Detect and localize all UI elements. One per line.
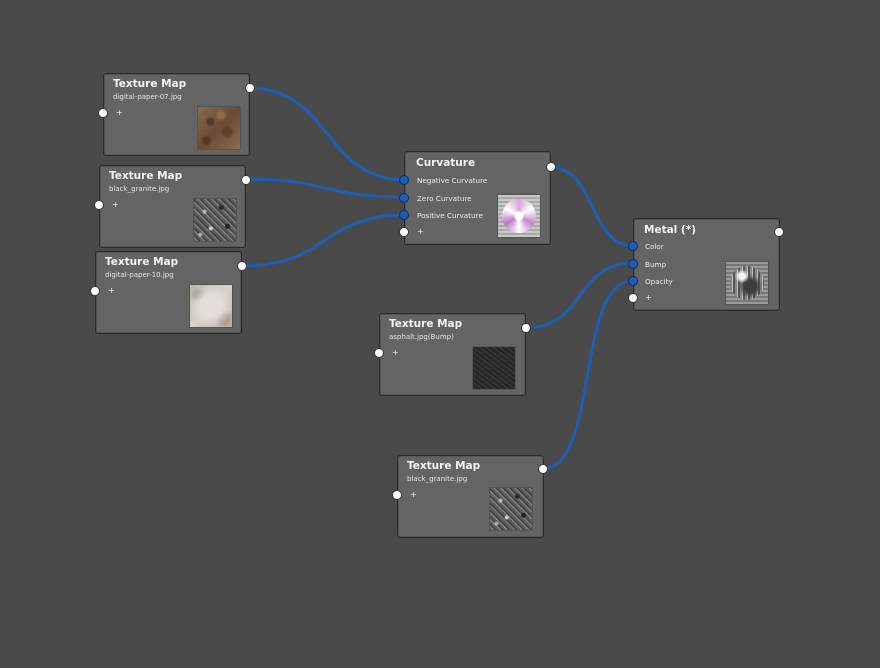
opacity-port[interactable]: [628, 276, 638, 286]
add-input-label: +: [417, 227, 424, 236]
negative-curvature-port[interactable]: [399, 175, 409, 185]
add-input-label: +: [112, 200, 119, 209]
texture-map-node[interactable]: Texture Map digital-paper-07.jpg +: [98, 73, 255, 156]
texture-thumbnail: [189, 284, 233, 328]
add-input-port[interactable]: [374, 348, 384, 358]
wire-tex2-to-zero-curvature[interactable]: [244, 177, 406, 199]
texture-map-node[interactable]: Texture Map digital-paper-10.jpg +: [90, 251, 247, 334]
bump-port[interactable]: [628, 259, 638, 269]
node-filename: digital-paper-10.jpg: [105, 271, 174, 279]
add-input-port[interactable]: [94, 200, 104, 210]
add-input-label: +: [108, 286, 115, 295]
positive-curvature-label: Positive Curvature: [417, 211, 483, 220]
node-title: Texture Map: [109, 170, 183, 182]
node-filename: black_granite.jpg: [407, 475, 468, 483]
output-port[interactable]: [241, 175, 251, 185]
output-port[interactable]: [546, 162, 556, 172]
curvature-node[interactable]: Curvature Negative Curvature Zero Curvat…: [399, 151, 556, 245]
output-port[interactable]: [538, 464, 548, 474]
node-title: Texture Map: [113, 78, 187, 90]
color-label: Color: [645, 242, 664, 251]
texture-map-node[interactable]: Texture Map asphalt.jpg(Bump) +: [374, 313, 531, 396]
node-filename: black_granite.jpg: [109, 185, 170, 193]
metal-material-node[interactable]: Metal (*) Color Bump Opacity +: [628, 218, 784, 311]
output-port[interactable]: [774, 227, 784, 237]
wire-tex3-to-positive-curvature[interactable]: [240, 213, 406, 268]
bump-label: Bump: [645, 260, 667, 269]
add-input-label: +: [410, 490, 417, 499]
node-title: Curvature: [416, 157, 476, 169]
texture-thumbnail: [197, 106, 241, 150]
add-input-port[interactable]: [628, 293, 638, 303]
wire-tex4-to-bump[interactable]: [524, 261, 634, 330]
preview-sphere: [730, 266, 764, 300]
zero-curvature-port[interactable]: [399, 193, 409, 203]
texture-thumbnail: [472, 346, 516, 390]
node-filename: asphalt.jpg(Bump): [389, 333, 454, 341]
color-port[interactable]: [628, 241, 638, 251]
negative-curvature-label: Negative Curvature: [417, 176, 488, 185]
node-title: Metal (*): [644, 224, 697, 236]
node-title: Texture Map: [105, 256, 179, 268]
add-input-port[interactable]: [98, 108, 108, 118]
preview-sphere: [502, 199, 536, 233]
wire-tex1-to-negative-curvature[interactable]: [249, 86, 406, 182]
add-input-port[interactable]: [399, 227, 409, 237]
positive-curvature-port[interactable]: [399, 210, 409, 220]
node-title: Texture Map: [389, 318, 463, 330]
add-input-label: +: [645, 293, 652, 302]
metal-preview-thumbnail: [725, 261, 769, 305]
output-port[interactable]: [521, 323, 531, 333]
opacity-label: Opacity: [645, 277, 673, 286]
texture-thumbnail: [193, 198, 237, 242]
curvature-preview-thumbnail: [497, 194, 541, 238]
zero-curvature-label: Zero Curvature: [417, 194, 472, 203]
node-title: Texture Map: [407, 460, 481, 472]
node-filename: digital-paper-07.jpg: [113, 93, 182, 101]
add-input-port[interactable]: [90, 286, 100, 296]
wire-curvature-to-color[interactable]: [549, 165, 634, 248]
texture-map-node[interactable]: Texture Map black_granite.jpg +: [392, 455, 548, 538]
wire-tex5-to-opacity[interactable]: [541, 279, 634, 471]
add-input-port[interactable]: [392, 490, 402, 500]
texture-thumbnail: [489, 487, 533, 531]
output-port[interactable]: [237, 261, 247, 271]
add-input-label: +: [392, 348, 399, 357]
texture-map-node[interactable]: Texture Map black_granite.jpg +: [94, 165, 251, 248]
add-input-label: +: [116, 108, 123, 117]
output-port[interactable]: [245, 83, 255, 93]
